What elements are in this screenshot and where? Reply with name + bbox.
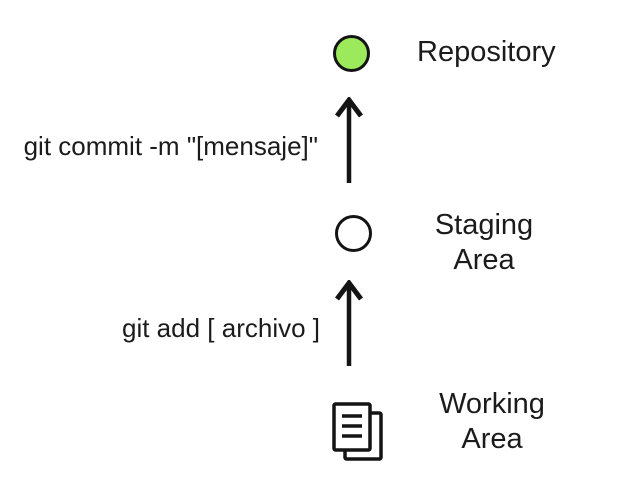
git-add-command-label: git add [ archivo ] <box>122 313 320 343</box>
staging-area-label: Staging Area <box>434 209 534 276</box>
staging-area-node-circle-icon <box>335 215 372 252</box>
repository-node-circle-icon <box>333 35 370 72</box>
git-commit-command-label: git commit -m "[mensaje]" <box>23 131 318 161</box>
arrow-up-add-icon <box>335 280 363 366</box>
working-area-documents-icon <box>332 402 383 461</box>
arrow-up-commit-icon <box>335 97 363 183</box>
working-area-label: Working Area <box>439 388 545 455</box>
repository-label: Repository <box>417 36 556 68</box>
